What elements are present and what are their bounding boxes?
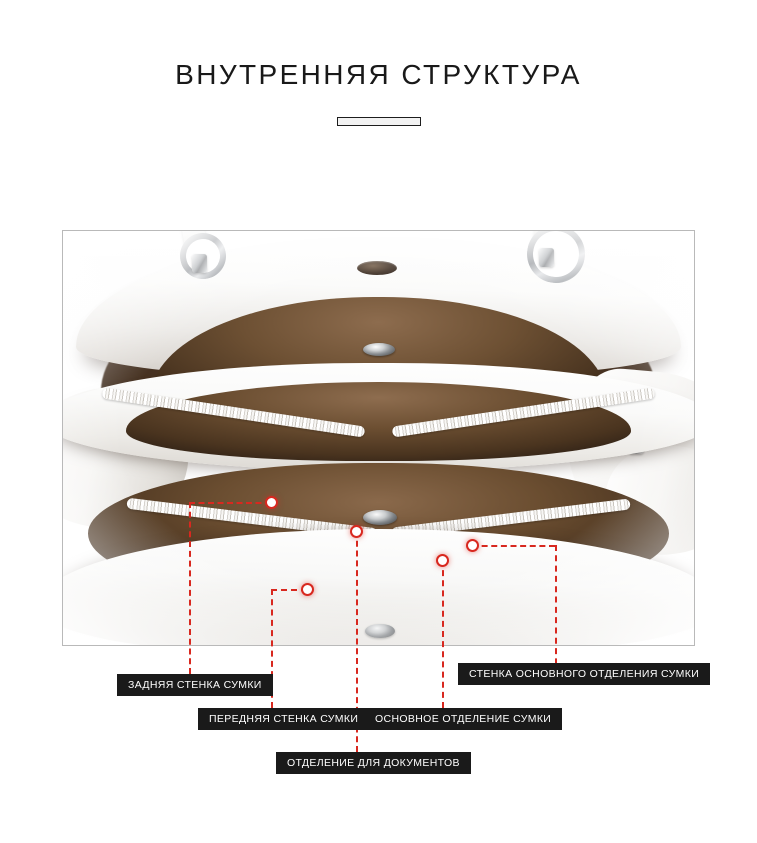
title-divider	[336, 116, 421, 126]
marker-main-compartment[interactable]	[436, 554, 449, 567]
hardware-clasp-right-icon	[538, 248, 554, 268]
handbag-interior-photo	[63, 231, 694, 645]
callout-label-back-wall: ЗАДНЯЯ СТЕНКА СУМКИ	[117, 674, 273, 696]
marker-back-wall[interactable]	[265, 496, 278, 509]
callout-label-main-compartment: ОСНОВНОЕ ОТДЕЛЕНИЕ СУМКИ	[364, 708, 563, 730]
connector-main-wall-horizontal	[472, 545, 555, 547]
connector-back-wall-horizontal	[189, 502, 271, 504]
hardware-clasp-left-icon	[191, 253, 207, 273]
page-header: ВНУТРЕННЯЯ СТРУКТУРА	[0, 0, 757, 150]
marker-document-pocket[interactable]	[350, 525, 363, 538]
callout-label-main-compartment-wall: СТЕНКА ОСНОВНОГО ОТДЕЛЕНИЯ СУМКИ	[458, 663, 711, 685]
connector-front-wall-vertical	[271, 589, 273, 708]
page-title: ВНУТРЕННЯЯ СТРУКТУРА	[175, 59, 582, 90]
snap-stud-upper	[362, 342, 395, 356]
marker-main-compartment-wall[interactable]	[466, 539, 479, 552]
brand-logo-plate	[357, 260, 398, 275]
connector-back-wall-vertical	[189, 502, 191, 674]
marker-front-wall[interactable]	[301, 583, 314, 596]
product-figure-frame	[62, 230, 695, 646]
callout-label-front-wall: ПЕРЕДНЯЯ СТЕНКА СУМКИ	[198, 708, 370, 730]
callout-label-document-pocket: ОТДЕЛЕНИЕ ДЛЯ ДОКУМЕНТОВ	[276, 752, 471, 774]
connector-main-compartment-vertical	[442, 560, 444, 708]
